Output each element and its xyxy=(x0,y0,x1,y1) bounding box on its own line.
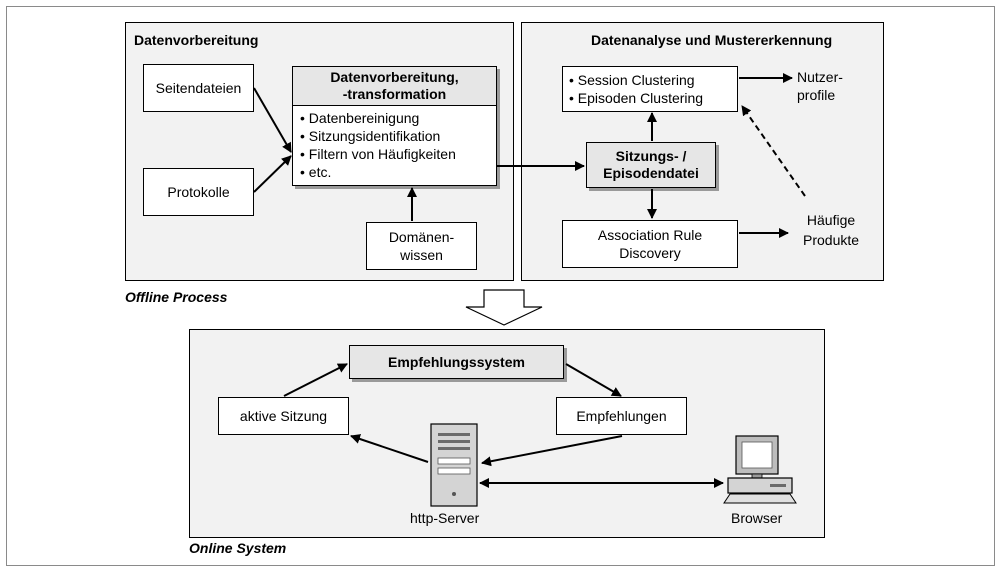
frequent-products-label: Häufige Produkte xyxy=(803,210,859,250)
arrow-recommendations-to-server xyxy=(481,435,623,467)
session-file-line2: Episodendatei xyxy=(603,165,699,181)
data-transformation-title-line1: Datenvorbereitung, xyxy=(330,69,459,85)
protokolle-label: Protokolle xyxy=(167,184,230,200)
arrow-server-to-active-session xyxy=(350,434,429,463)
online-system-caption: Online System xyxy=(189,540,287,556)
seitendateien-label: Seitendateien xyxy=(155,80,242,96)
active-session-box: aktive Sitzung xyxy=(218,397,349,435)
http-server-icon xyxy=(430,423,478,507)
frequent-products-line2: Produkte xyxy=(803,232,860,248)
association-rule-line1: Association Rule xyxy=(597,227,703,243)
offline-process-caption: Offline Process xyxy=(125,289,228,305)
data-transformation-header: Datenvorbereitung, -transformation xyxy=(293,67,496,106)
http-server-label: http-Server xyxy=(410,510,480,526)
domain-knowledge-line2: wissen xyxy=(400,247,443,263)
clustering-item: Session Clustering xyxy=(569,71,703,89)
seitendateien-box: Seitendateien xyxy=(143,64,254,112)
arrow-protokolle-to-transformation xyxy=(253,155,292,193)
arrow-frequent-products-to-clustering-dashed xyxy=(741,105,806,197)
user-profiles-line1: Nutzer- xyxy=(797,69,843,85)
association-rule-line2: Discovery xyxy=(619,245,681,261)
arrow-active-session-to-recommender xyxy=(283,363,348,397)
data-transformation-box: Datenvorbereitung, -transformation Daten… xyxy=(292,66,497,186)
frequent-products-line1: Häufige xyxy=(806,212,856,228)
domain-knowledge-line1: Domänen- xyxy=(388,229,455,245)
recommender-system-box: Empfehlungssystem xyxy=(349,345,564,379)
data-transformation-title-line2: -transformation xyxy=(342,86,447,102)
preparation-step: etc. xyxy=(300,163,496,181)
protokolle-box: Protokolle xyxy=(143,168,254,216)
preparation-step: Sitzungsidentifikation xyxy=(300,127,496,145)
clustering-list: Session Clustering Episoden Clustering xyxy=(569,71,703,107)
active-session-label: aktive Sitzung xyxy=(239,408,328,424)
offline-to-online-arrow xyxy=(465,289,543,326)
browser-label: Browser xyxy=(731,510,783,526)
association-rule-box: Association Rule Discovery xyxy=(562,220,738,268)
data-preparation-panel-title: Datenvorbereitung xyxy=(134,32,259,48)
browser-computer-icon xyxy=(723,435,797,504)
session-file-box: Sitzungs- / Episodendatei xyxy=(586,142,716,188)
preparation-step: Filtern von Häufigkeiten xyxy=(300,145,496,163)
session-file-line1: Sitzungs- / xyxy=(615,148,687,164)
recommendations-label: Empfehlungen xyxy=(576,408,667,424)
data-analysis-panel-title: Datenanalyse und Mustererkennung xyxy=(591,32,833,48)
user-profiles-line2: profile xyxy=(797,87,836,103)
preparation-step: Datenbereinigung xyxy=(300,109,496,127)
clustering-item: Episoden Clustering xyxy=(569,89,703,107)
preparation-steps-list: Datenbereinigung Sitzungsidentifikation … xyxy=(293,106,496,181)
recommendations-box: Empfehlungen xyxy=(556,397,687,435)
recommender-system-label: Empfehlungssystem xyxy=(388,354,525,370)
arrow-recommender-to-recommendations xyxy=(565,363,622,397)
user-profiles-label: Nutzer- profile xyxy=(797,68,843,104)
clustering-box: Session Clustering Episoden Clustering xyxy=(562,66,738,112)
arrow-seitendateien-to-transformation xyxy=(253,87,292,153)
domain-knowledge-box: Domänen- wissen xyxy=(366,222,477,270)
